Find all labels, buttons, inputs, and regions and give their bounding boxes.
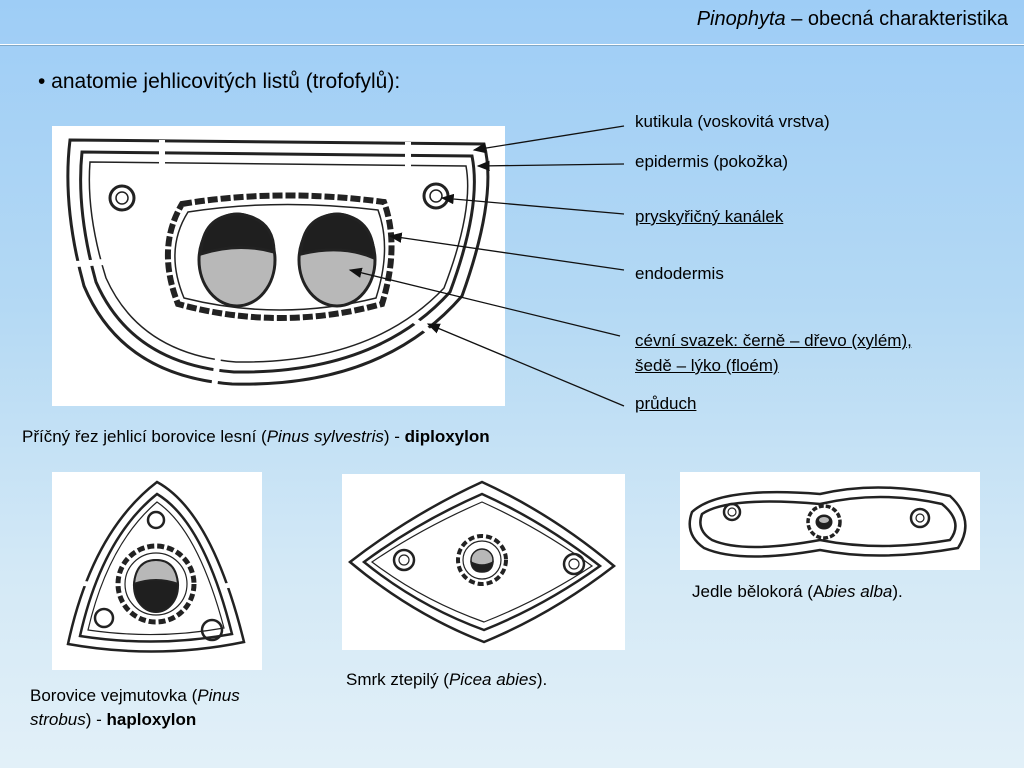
- caption-strobus: Borovice vejmutovka (Pinus strobus) - hap…: [30, 684, 330, 732]
- caption-main-italic: Pinus sylvestris: [266, 427, 384, 446]
- pinus-strobus-diagram: [52, 472, 262, 670]
- label-cuticle: kutikula (voskovitá vrstva): [635, 112, 830, 131]
- caption-strobus-italic1: Pinus: [197, 686, 240, 705]
- pinus-strobus-svg: [66, 480, 246, 653]
- caption-abies-pre: Jedle bělokorá (A: [692, 582, 825, 601]
- caption-abies: Jedle bělokorá (Abies alba).: [692, 580, 903, 604]
- abies-alba-diagram: [680, 472, 980, 570]
- picea-abies-svg: [348, 480, 616, 644]
- caption-strobus-bold: haploxylon: [106, 710, 197, 729]
- caption-main: Příčný řez jehlicí borovice lesní (Pinus…: [22, 425, 490, 449]
- caption-picea-italic: Picea abies: [448, 670, 537, 689]
- pinus-sylvestris-svg: [66, 138, 490, 389]
- caption-abies-post: ).: [892, 582, 903, 601]
- caption-picea-post: ).: [536, 670, 548, 689]
- cuticle-outline: [66, 138, 490, 386]
- label-resin-canal: pryskyřičný kanálek: [635, 207, 784, 226]
- abies-alba-svg: [688, 486, 967, 558]
- caption-main-bold: diploxylon: [404, 427, 490, 446]
- label-stoma: průduch: [635, 394, 697, 413]
- title-divider: [0, 44, 1024, 45]
- label-vascular-1: cévní svazek: černě – dřevo (xylém),: [635, 331, 912, 350]
- slide-title: Pinophyta – obecná charakteristika: [697, 8, 1008, 31]
- caption-picea: Smrk ztepilý (Picea abies).: [346, 668, 547, 692]
- caption-main-post: ) -: [383, 427, 405, 446]
- caption-strobus-post: ) -: [85, 710, 107, 729]
- pinus-sylvestris-diagram: [52, 126, 505, 406]
- slide-title-italic: Pinophyta: [696, 8, 786, 30]
- label-epidermis: epidermis (pokožka): [635, 152, 789, 171]
- resin-canal-right: [422, 182, 450, 210]
- caption-picea-pre: Smrk ztepilý (: [346, 670, 449, 689]
- caption-abies-italic: bies alba: [824, 582, 893, 601]
- caption-main-pre: Příčný řez jehlicí borovice lesní (: [22, 427, 267, 446]
- picea-abies-diagram: [342, 474, 625, 650]
- bullet-text: • anatomie jehlicovitých listů (trofofyl…: [38, 70, 401, 93]
- label-vascular-2: šedě – lýko (floém): [635, 356, 779, 375]
- caption-strobus-italic2: strobus: [30, 710, 86, 729]
- slide-title-rest: – obecná charakteristika: [785, 8, 1008, 30]
- caption-strobus-pre: Borovice vejmutovka (: [30, 686, 198, 705]
- resin-canal-left: [108, 184, 136, 212]
- label-endodermis: endodermis: [635, 264, 724, 283]
